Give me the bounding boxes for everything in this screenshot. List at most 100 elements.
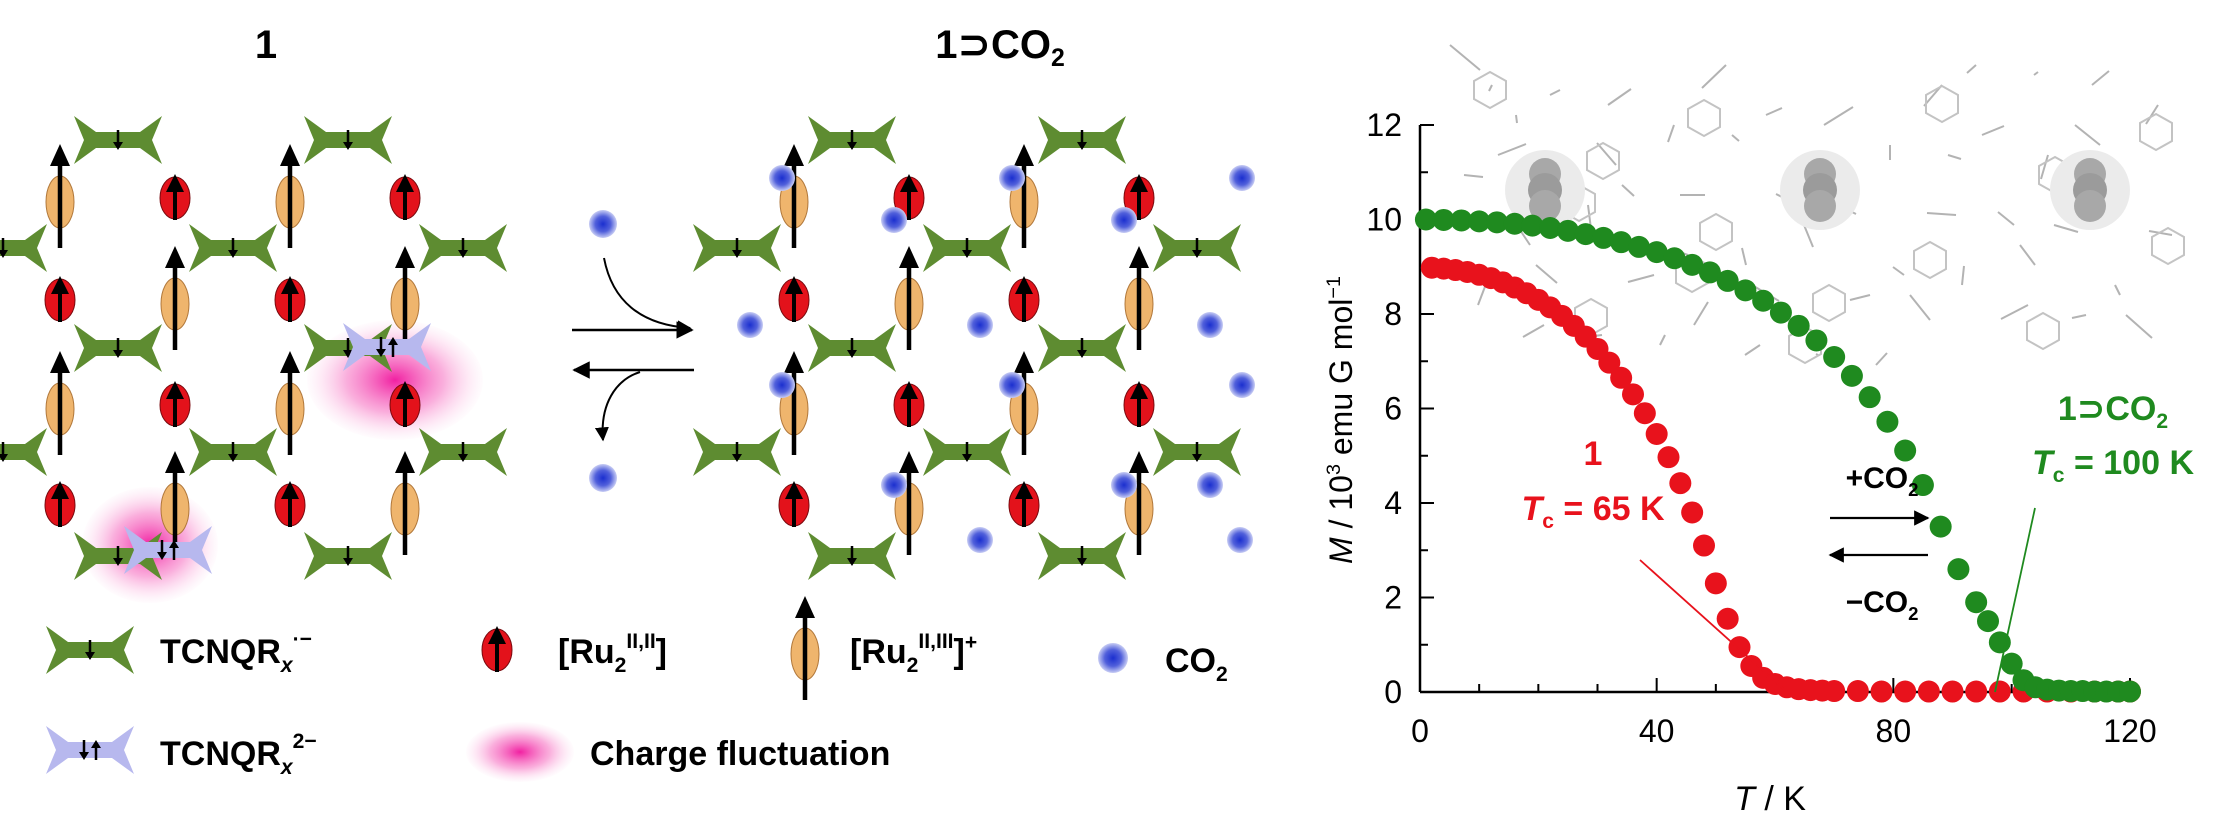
crystal-bond [1875, 352, 1888, 366]
y-axis-label: M / 103 emu G mol−1 [1323, 276, 1359, 564]
ru-23-unit [894, 246, 924, 350]
crystal-bond [1488, 84, 1493, 92]
co2-molecule [737, 312, 763, 338]
ru-22-unit [274, 481, 306, 527]
legend-ru23-icon [790, 596, 820, 700]
crystal-ring [2139, 112, 2173, 152]
legend: TCNQRx·− TCNQRx2− [Ru2II,II] [Ru2II,III]… [46, 596, 1228, 782]
charge-fluctuation-region [307, 320, 483, 440]
legend-tcnq-radical-glyph [46, 626, 134, 674]
data-point [1657, 446, 1680, 469]
ru-22-unit [389, 381, 421, 427]
co2-molecule [1227, 527, 1253, 553]
x-tick-label: 0 [1411, 713, 1429, 749]
data-point [1539, 217, 1562, 240]
x-tick-label: 40 [1639, 713, 1675, 749]
crystal-bond [2125, 314, 2153, 339]
legend-tcnq-radical-label: TCNQRx·− [160, 628, 312, 677]
y-tick-label: 6 [1384, 391, 1402, 427]
tcnq-radical-unit [923, 224, 1011, 272]
data-point [1681, 501, 1704, 524]
tcnq-radical-unit [304, 116, 392, 164]
ru-22-unit [44, 276, 76, 322]
ru-23-unit [779, 351, 809, 455]
ru-22-unit [778, 276, 810, 322]
ru-22-unit [1123, 381, 1155, 427]
tcnq-radical-unit [693, 428, 781, 476]
data-point [1870, 680, 1893, 703]
minus-co2-label: −CO2 [1846, 586, 1919, 624]
crystal-bond [2071, 314, 2087, 319]
crystal-bond [1596, 142, 1617, 166]
data-point [1752, 289, 1775, 312]
data-point [1787, 314, 1810, 337]
tcnq-dianion-unit [343, 323, 431, 371]
plus-co2-label: +CO2 [1846, 462, 1919, 500]
crystal-bond [2000, 304, 2029, 320]
data-point [2000, 652, 2023, 675]
data-point [1769, 301, 1792, 324]
legend-ru22-label: [Ru2II,II] [558, 630, 667, 677]
data-point [1941, 680, 1964, 703]
data-point [1693, 534, 1715, 557]
crystal-bond [1981, 125, 2005, 136]
co2-molecule [967, 527, 993, 553]
tcnq-radical-unit [189, 428, 277, 476]
co2-molecule [1229, 372, 1255, 398]
data-point [1598, 351, 1621, 374]
data-point [1698, 261, 1721, 284]
co2-molecule [1197, 312, 1223, 338]
crystal-bond [2091, 70, 2110, 86]
crystal-bond [1892, 266, 1905, 276]
ru-23-unit [390, 451, 420, 555]
crystal-bond [1823, 106, 1854, 126]
crystal-structure-image [1449, 44, 2185, 366]
ru-23-unit [1124, 451, 1154, 555]
tcnq-radical-unit [0, 428, 47, 476]
crystal-bond [1997, 211, 2015, 226]
ru-22-unit [778, 481, 810, 527]
crystal-bond [1522, 324, 1545, 338]
data-point [1965, 591, 1988, 614]
crystal-bond [1667, 124, 1675, 143]
co2-molecule [769, 165, 795, 191]
tcnq-radical-unit [808, 116, 896, 164]
data-point [1645, 423, 1668, 446]
data-point [1592, 226, 1615, 249]
data-point [1716, 607, 1739, 630]
crystal-ring [1925, 84, 1959, 124]
crystal-ring [1687, 98, 1721, 138]
co2-molecule [1111, 207, 1137, 233]
crystal-bond [1497, 143, 1527, 156]
series-1-tc-label: Tc = 65 K [1521, 490, 1665, 533]
co2-molecule [881, 472, 907, 498]
legend-charge-fluctuation-icon [466, 722, 574, 782]
crystal-ring [1812, 283, 1846, 323]
crystal-bond [1519, 229, 1531, 246]
y-tick-label: 4 [1384, 485, 1402, 521]
crystal-bond [1765, 107, 1783, 116]
crystal-bond [2053, 224, 2079, 233]
data-point [1645, 241, 1668, 264]
crystal-bond [1947, 154, 1962, 160]
data-point [1704, 572, 1727, 595]
data-point [1574, 223, 1597, 246]
crystal-co2-atom [1804, 190, 1836, 222]
data-point [1805, 329, 1828, 352]
tcnq-radical-unit [74, 532, 162, 580]
crystal-bond [1701, 64, 1727, 89]
legend-ru22-glyph [481, 626, 513, 672]
ru-23-unit [160, 246, 190, 350]
crystal-ring [1913, 240, 1947, 280]
crystal-bond [1515, 114, 1518, 124]
crystal-bond [2019, 244, 2036, 266]
data-point [1681, 253, 1704, 276]
data-point [1823, 680, 1846, 703]
ru-22-unit [389, 174, 421, 220]
data-point [1876, 410, 1899, 433]
series-1-label: 1 [1584, 435, 1603, 473]
tcnq-radical-unit [1153, 224, 1241, 272]
co2-molecule-incoming [589, 210, 617, 238]
tcnq-radical-unit [1038, 532, 1126, 580]
